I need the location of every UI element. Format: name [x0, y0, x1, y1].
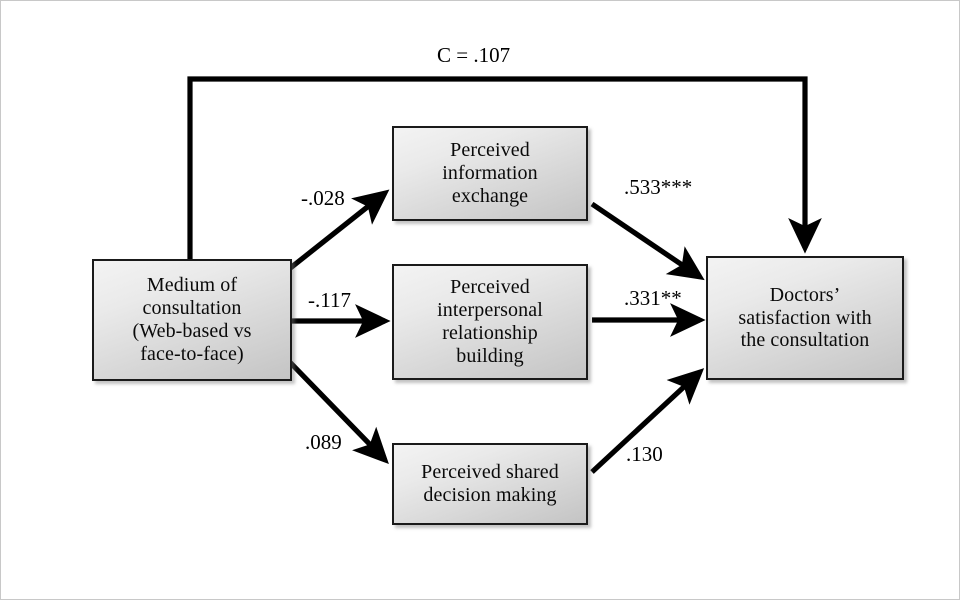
node-medium-label: Medium of consultation (Web-based vs fac…: [132, 274, 252, 365]
node-doctors-satisfaction: Doctors’ satisfaction with the consultat…: [706, 256, 904, 380]
node-shared-label: Perceived shared decision making: [421, 461, 559, 506]
edge-shared-to-doctors: [590, 368, 705, 474]
node-perceived-shared-decision-making: Perceived shared decision making: [392, 443, 588, 525]
edge-direct-effect: [187, 76, 822, 259]
edge-label-medium-to-interpersonal: -.117: [308, 288, 351, 312]
node-doctors-label: Doctors’ satisfaction with the consultat…: [738, 283, 872, 352]
edge-label-shared-to-doctors: .130: [626, 442, 663, 466]
edge-label-medium-to-shared: .089: [305, 430, 342, 454]
edge-medium-to-shared: [278, 350, 389, 465]
node-info-label: Perceived information exchange: [442, 139, 538, 207]
node-perceived-interpersonal-relationship-building: Perceived interpersonal relationship bui…: [392, 264, 588, 380]
node-medium-of-consultation: Medium of consultation (Web-based vs fac…: [92, 259, 292, 381]
node-perceived-information-exchange: Perceived information exchange: [392, 126, 588, 221]
edge-label-medium-to-info: -.028: [301, 186, 345, 210]
edge-medium-to-info: [272, 189, 390, 284]
edge-label-direct-effect: C = .107: [437, 43, 511, 67]
node-interpersonal-label: Perceived interpersonal relationship bui…: [437, 276, 543, 367]
edge-info-to-doctors: [590, 201, 705, 281]
edge-label-info-to-doctors: .533***: [624, 175, 693, 199]
edge-label-interpersonal-to-doctors: .331**: [624, 286, 682, 310]
